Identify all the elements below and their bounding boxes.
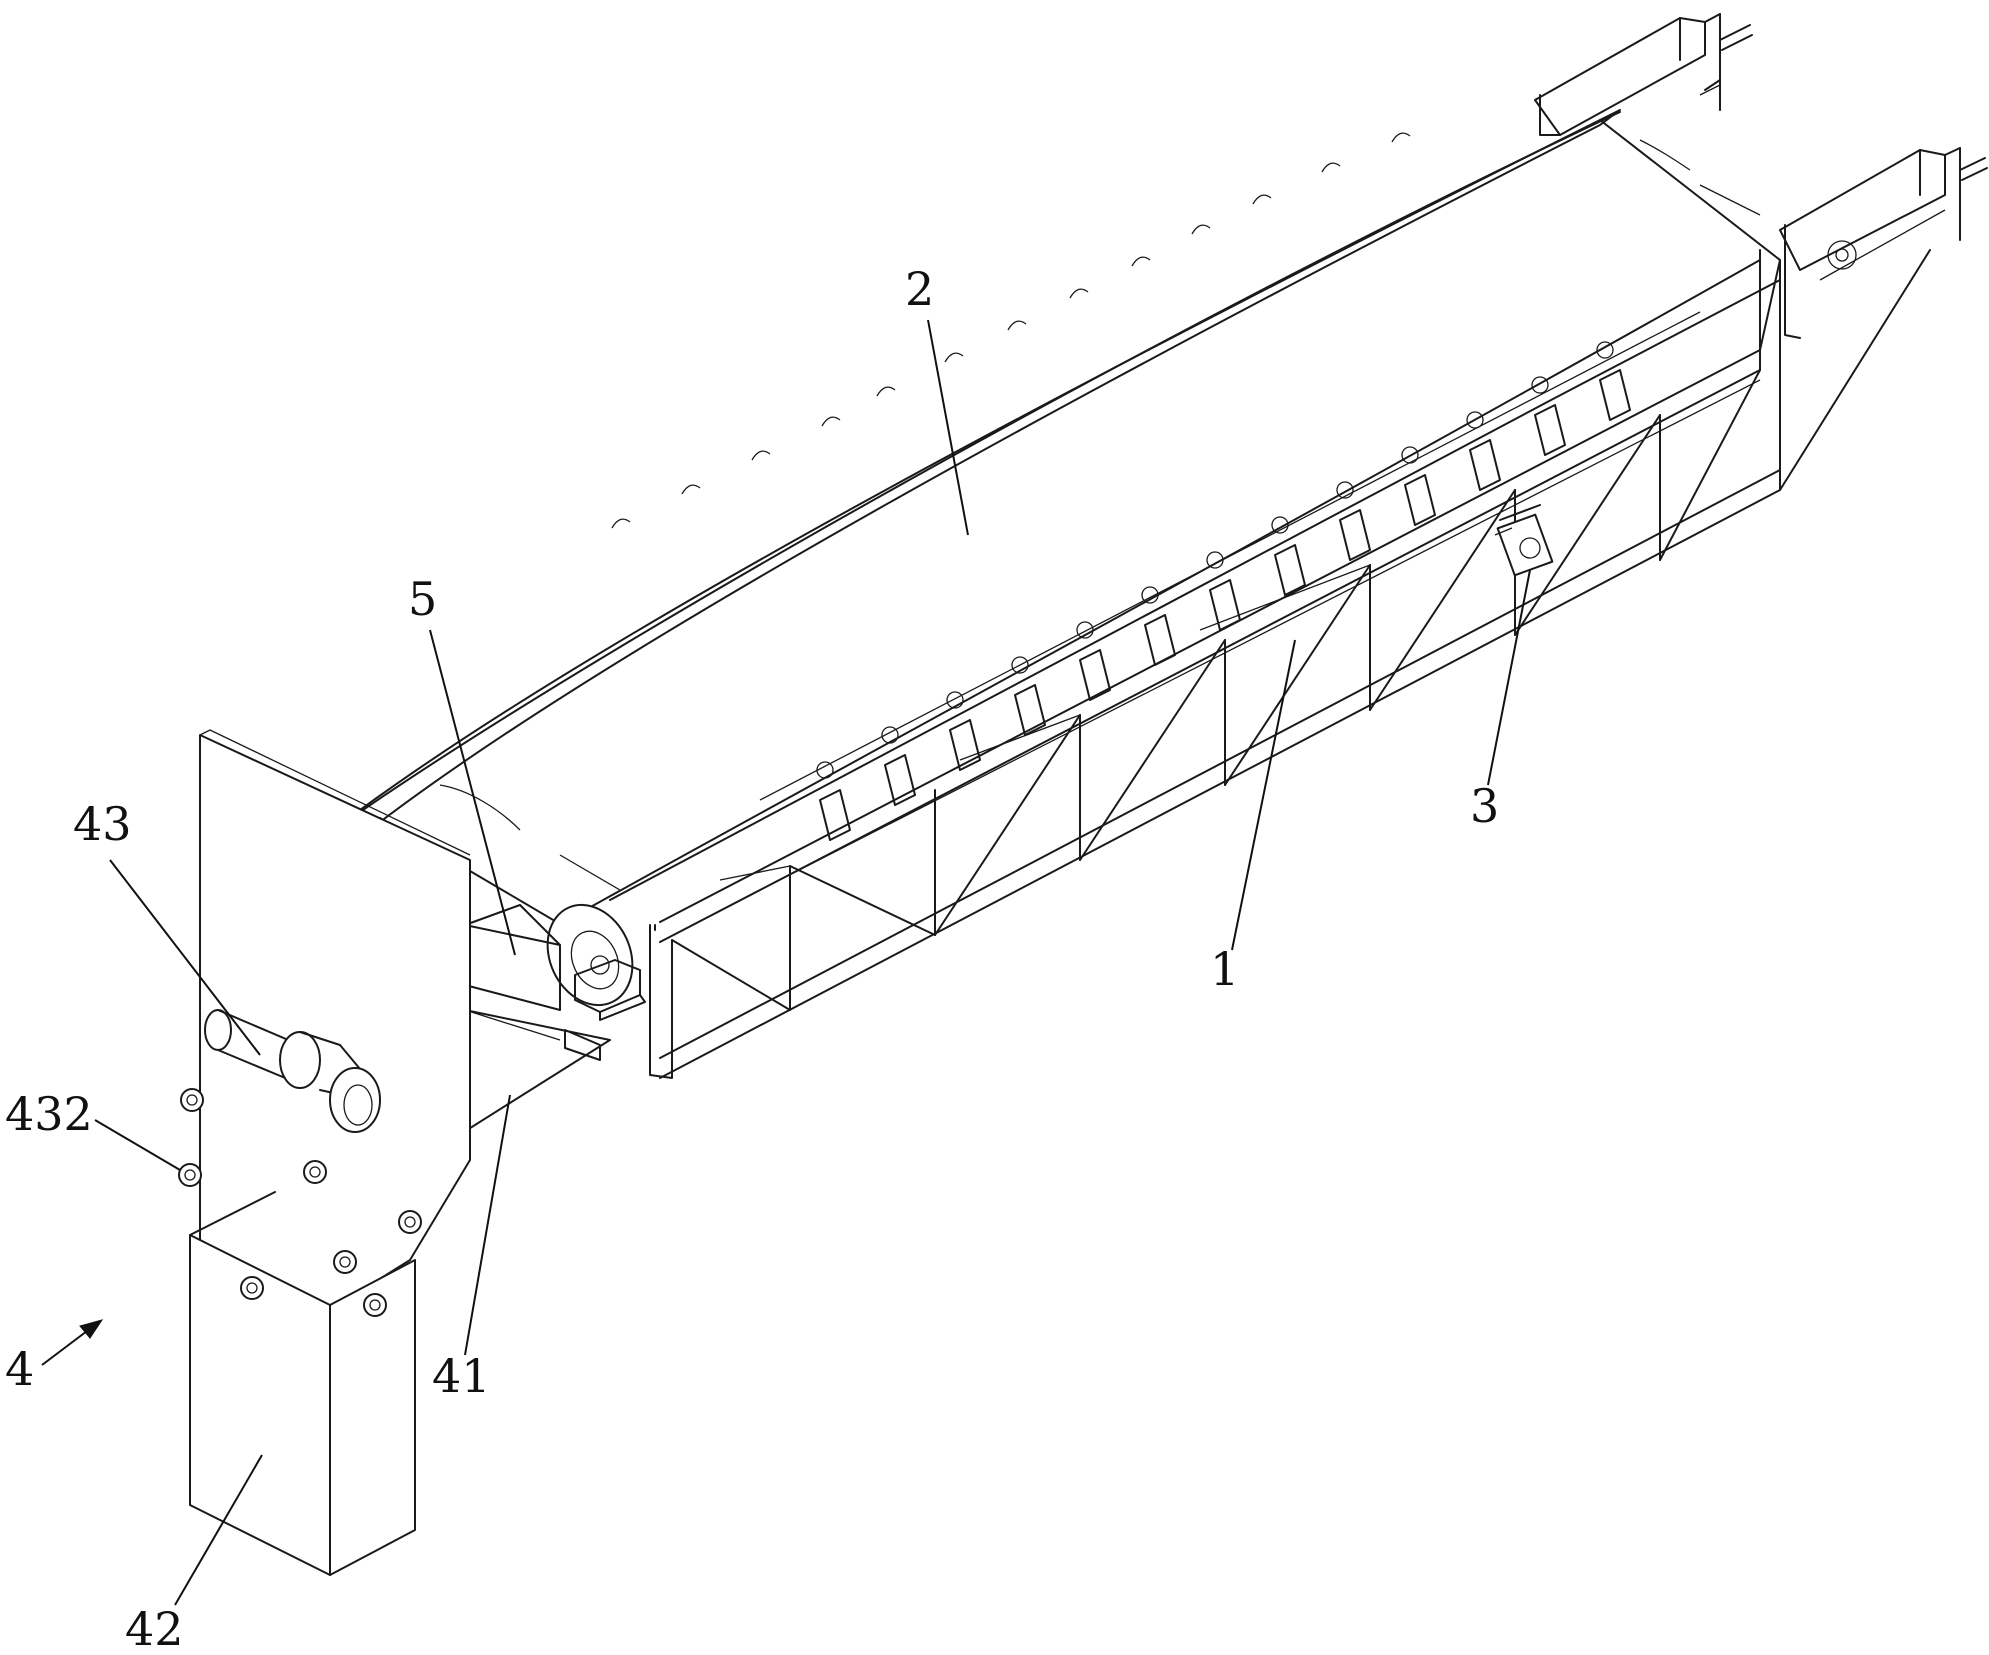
label-3: 3	[1470, 779, 1499, 833]
drive-pulley-3	[1494, 504, 1554, 577]
plate-bolts	[178, 1088, 422, 1317]
label-5: 5	[408, 572, 437, 626]
hopper-assembly	[178, 729, 471, 1576]
leader-2	[927, 319, 969, 536]
label-42: 42	[125, 1602, 184, 1655]
leader-43	[109, 859, 261, 1056]
leader-432	[94, 1119, 181, 1171]
idler-front-row	[819, 369, 1631, 841]
label-43: 43	[73, 797, 132, 851]
idler-top-bumps	[611, 132, 1411, 529]
idler-bearing-circles	[816, 341, 1614, 779]
callout-labels: 2 5 43 432 4 41 42 1 3	[5, 262, 1531, 1655]
leader-3	[1487, 569, 1531, 786]
conveyor-belt	[359, 109, 1781, 925]
label-4: 4	[5, 1342, 34, 1396]
idler-rollers	[611, 132, 1631, 841]
truss-frame	[649, 249, 1931, 1079]
label-1: 1	[1210, 942, 1239, 996]
leader-1	[1231, 639, 1296, 951]
label-2: 2	[905, 262, 934, 316]
leader-5	[429, 629, 516, 956]
motor-43	[204, 1009, 381, 1133]
label-432: 432	[5, 1087, 93, 1141]
leader-42	[174, 1454, 263, 1606]
head-drum	[546, 903, 646, 1021]
leader-41	[464, 1094, 511, 1356]
label-41: 41	[432, 1349, 491, 1403]
rear-tensioner	[1534, 13, 1988, 339]
arrowhead-4	[79, 1319, 104, 1339]
truss-diagonals	[671, 369, 1761, 1011]
